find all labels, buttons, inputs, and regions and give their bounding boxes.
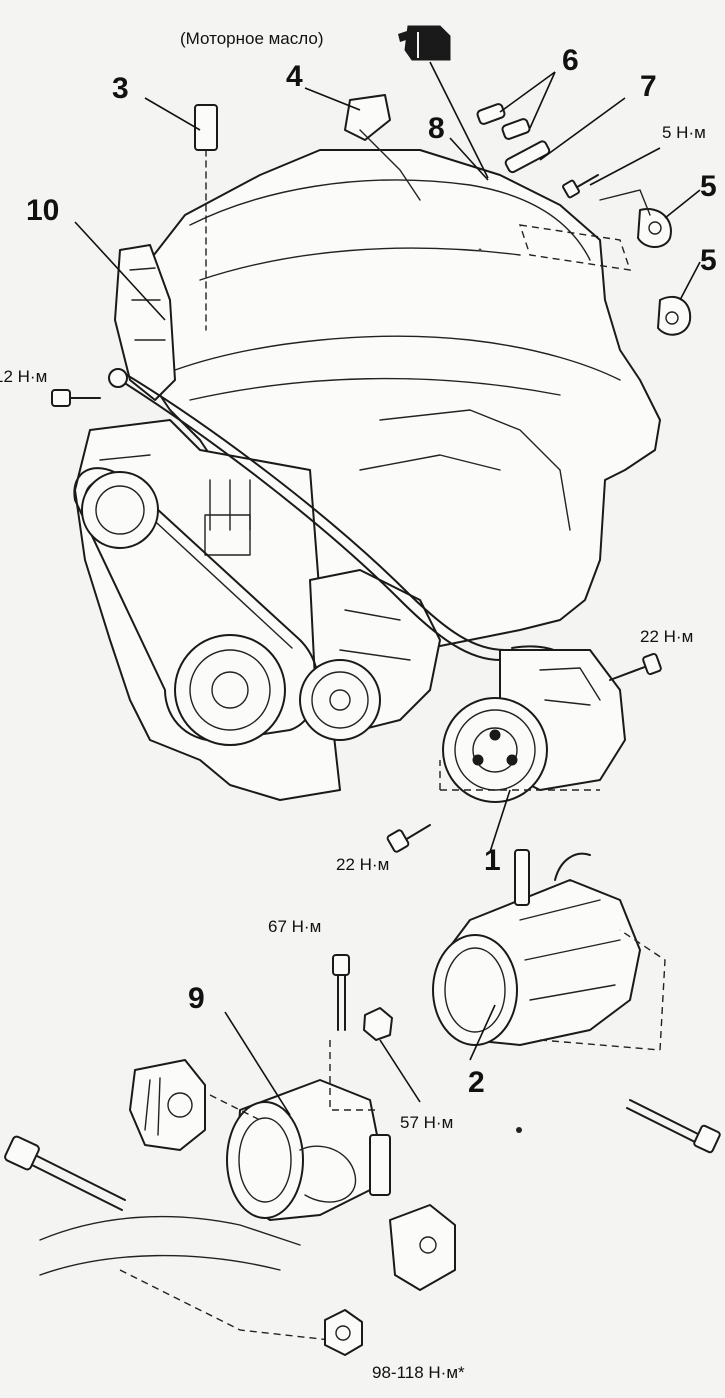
callout-9: 9 — [188, 982, 205, 1015]
callout-7: 7 — [640, 70, 657, 103]
engine-mount — [4, 954, 456, 1356]
sensors-top — [51, 94, 692, 853]
torque-67: 67 Н·м — [268, 917, 321, 936]
callout-5a: 5 — [700, 170, 717, 203]
torque-5: 5 Н·м — [662, 123, 706, 142]
compressor-installed — [439, 649, 626, 803]
callout-2: 2 — [468, 1066, 485, 1099]
callout-4: 4 — [286, 60, 303, 93]
torque-12: 12 Н·м — [0, 367, 47, 386]
artifact-dot — [516, 1127, 522, 1133]
callout-1: 1 — [484, 844, 501, 877]
oil-can-icon — [398, 25, 451, 61]
callout-8: 8 — [428, 112, 445, 145]
torque-57: 57 Н·м — [400, 1113, 453, 1132]
callout-5b: 5 — [700, 244, 717, 277]
belt-drive — [73, 467, 381, 746]
oil-note: (Моторное масло) — [180, 29, 324, 48]
callout-3: 3 — [112, 72, 129, 105]
torque-98-118: 98-118 Н·м* — [372, 1363, 465, 1382]
callout-10: 10 — [26, 194, 59, 227]
callout-6: 6 — [562, 44, 579, 77]
artifact-dot — [478, 248, 482, 252]
compressor-removed — [432, 849, 721, 1154]
torque-22-upper: 22 Н·м — [640, 627, 693, 646]
leader-lines — [74, 61, 701, 1116]
torque-22-lower: 22 Н·м — [336, 855, 389, 874]
